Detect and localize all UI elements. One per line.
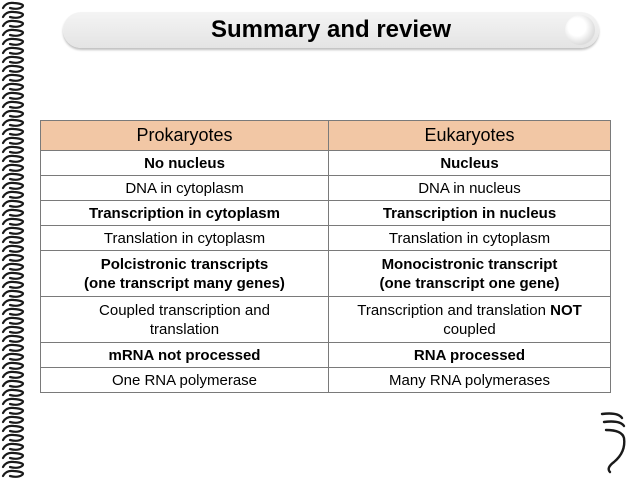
cell-prokaryote: No nucleus (40, 150, 329, 176)
table-row: Coupled transcription and translation Tr… (40, 296, 611, 343)
spiral-coil (1, 28, 25, 37)
spiral-coil (1, 10, 25, 19)
spiral-coil (1, 352, 25, 361)
cell-eukaryote: Transcription and translation NOT couple… (328, 296, 611, 343)
spiral-coil (1, 100, 25, 109)
spiral-coil (1, 451, 25, 460)
cell-line: translation (149, 320, 220, 338)
spiral-coil (1, 172, 25, 181)
table-row: Translation in cytoplasm Translation in … (40, 225, 611, 251)
spiral-coil (1, 406, 25, 415)
spiral-coil (1, 19, 25, 28)
spiral-coil (1, 370, 25, 379)
table-header-row: Prokaryotes Eukaryotes (40, 120, 611, 151)
spiral-coil (1, 433, 25, 442)
spiral-coil (1, 253, 25, 262)
spiral-coil (1, 73, 25, 82)
spiral-coil (1, 199, 25, 208)
title-bar (63, 12, 599, 48)
cell-prokaryote: Coupled transcription and translation (40, 296, 329, 343)
spiral-coil (1, 208, 25, 217)
spiral-coil (1, 442, 25, 451)
spiral-coil (1, 46, 25, 55)
spiral-coil (1, 181, 25, 190)
spiral-coil (1, 136, 25, 145)
cell-line: Transcription and translation (357, 301, 546, 319)
spiral-coil (1, 334, 25, 343)
spiral-coil (1, 316, 25, 325)
cell-prokaryote: mRNA not processed (40, 342, 329, 368)
spiral-coil (1, 226, 25, 235)
cell-eukaryote: RNA processed (328, 342, 611, 368)
header-eukaryotes: Eukaryotes (328, 120, 611, 151)
spiral-coil (1, 262, 25, 271)
table-row: DNA in cytoplasm DNA in nucleus (40, 175, 611, 201)
spiral-coil (1, 469, 25, 478)
spiral-coil (1, 55, 25, 64)
spiral-coil (1, 109, 25, 118)
cell-eukaryote: Many RNA polymerases (328, 367, 611, 393)
cell-line: Coupled transcription and (99, 301, 270, 319)
spiral-coil (1, 1, 25, 10)
table-row: No nucleus Nucleus (40, 150, 611, 176)
table-row: mRNA not processed RNA processed (40, 342, 611, 368)
spiral-coil (1, 163, 25, 172)
cell-prokaryote: Polcistronic transcripts (one transcript… (40, 250, 329, 297)
spiral-coil (1, 244, 25, 253)
cell-line: (one transcript one gene) (379, 274, 560, 292)
table-row: Polcistronic transcripts (one transcript… (40, 250, 611, 297)
cell-prokaryote: DNA in cytoplasm (40, 175, 329, 201)
cell-prokaryote: Transcription in cytoplasm (40, 200, 329, 226)
header-prokaryotes: Prokaryotes (40, 120, 329, 151)
spiral-coil (1, 64, 25, 73)
spiral-binding-icon (1, 1, 25, 478)
table-row: One RNA polymerase Many RNA polymerases (40, 367, 611, 393)
spiral-coil (1, 325, 25, 334)
table-row: Transcription in cytoplasm Transcription… (40, 200, 611, 226)
cell-eukaryote: Nucleus (328, 150, 611, 176)
spiral-coil (1, 127, 25, 136)
spiral-coil (1, 460, 25, 469)
spiral-coil (1, 307, 25, 316)
cell-eukaryote: DNA in nucleus (328, 175, 611, 201)
cell-eukaryote: Monocistronic transcript (one transcript… (328, 250, 611, 297)
cell-emphasis: NOT (550, 301, 582, 319)
spiral-coil (1, 235, 25, 244)
cell-line: (one transcript many genes) (84, 274, 285, 292)
spiral-coil (1, 217, 25, 226)
cell-prokaryote: One RNA polymerase (40, 367, 329, 393)
spiral-coil (1, 91, 25, 100)
spiral-coil (1, 37, 25, 46)
curl-ornament-icon (600, 412, 626, 474)
spiral-coil (1, 145, 25, 154)
spiral-coil (1, 118, 25, 127)
spiral-coil (1, 415, 25, 424)
cell-line: Monocistronic transcript (381, 255, 558, 273)
cell-eukaryote: Translation in cytoplasm (328, 225, 611, 251)
spiral-coil (1, 379, 25, 388)
slide-title: Summary and review (210, 16, 452, 43)
cell-line: Polcistronic transcripts (100, 255, 269, 273)
spiral-coil (1, 343, 25, 352)
spiral-coil (1, 361, 25, 370)
spiral-coil (1, 271, 25, 280)
spiral-coil (1, 190, 25, 199)
spiral-coil (1, 298, 25, 307)
spiral-coil (1, 82, 25, 91)
spiral-coil (1, 424, 25, 433)
spiral-coil (1, 388, 25, 397)
spiral-coil (1, 154, 25, 163)
spiral-coil (1, 289, 25, 298)
cell-line: coupled (443, 320, 496, 338)
spiral-coil (1, 397, 25, 406)
spiral-coil (1, 280, 25, 289)
cell-eukaryote: Transcription in nucleus (328, 200, 611, 226)
comparison-table: Prokaryotes Eukaryotes No nucleus Nucleu… (40, 120, 611, 393)
cell-prokaryote: Translation in cytoplasm (40, 225, 329, 251)
